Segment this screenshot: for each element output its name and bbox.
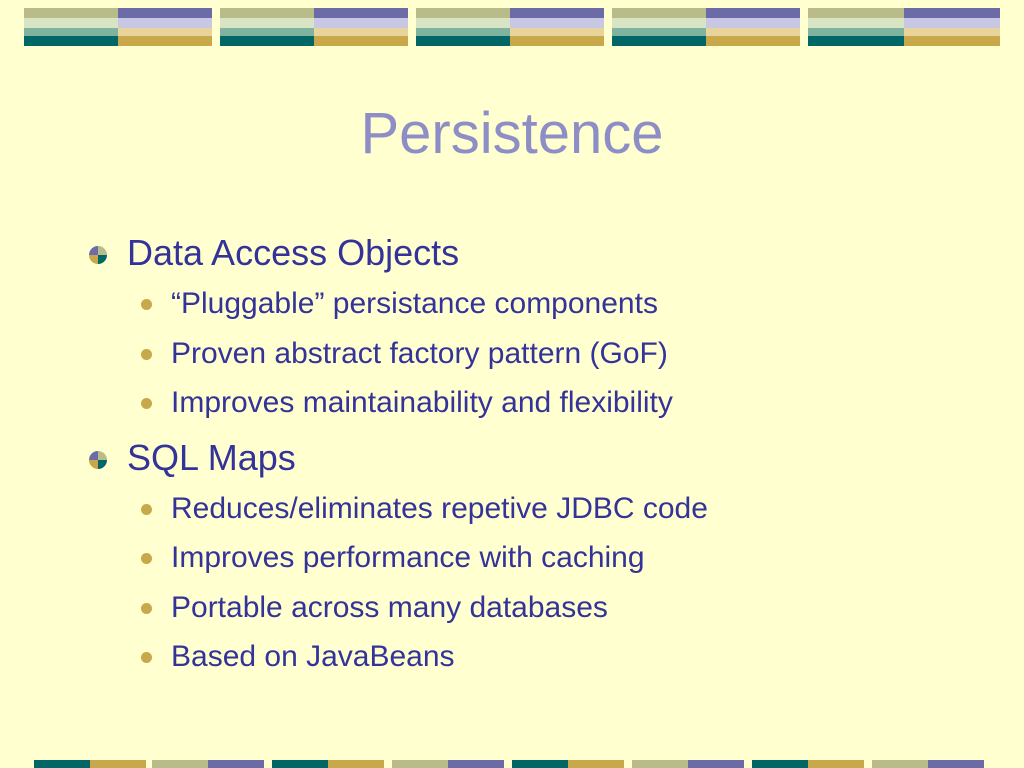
bullet-dot-icon [141,652,152,663]
banner-tile [416,8,604,46]
section-heading-sql-maps: SQL Maps [127,437,296,478]
bullet-dot-icon [141,349,152,360]
bullet-dot-icon [141,553,152,564]
section-heading-data-access-objects: Data Access Objects [127,232,460,273]
bullet-dot-icon [141,398,152,409]
slide-title: Persistence [360,101,664,166]
banner-tile [612,8,800,46]
bullet-dot-icon [141,504,152,515]
top-decorative-banner [24,8,1000,46]
banner-tile [220,8,408,46]
bullet-dot-icon [141,299,152,310]
bullet-item: Improves performance with caching [171,541,645,574]
bullet-dot-icon [141,603,152,614]
bullet-item: “Pluggable” persistance components [171,287,658,320]
quadrant-bullet-icon [89,451,107,469]
bullet-item: Reduces/eliminates repetive JDBC code [171,492,708,525]
bullet-item: Portable across many databases [171,591,608,624]
bullet-item: Improves maintainability and flexibility [171,386,673,419]
quadrant-bullet-icon [89,246,107,264]
bullet-item: Proven abstract factory pattern (GoF) [171,337,668,370]
banner-tile [24,8,212,46]
bullet-item: Based on JavaBeans [171,640,455,673]
bottom-decorative-strip [34,760,984,768]
banner-tile [808,8,1000,46]
